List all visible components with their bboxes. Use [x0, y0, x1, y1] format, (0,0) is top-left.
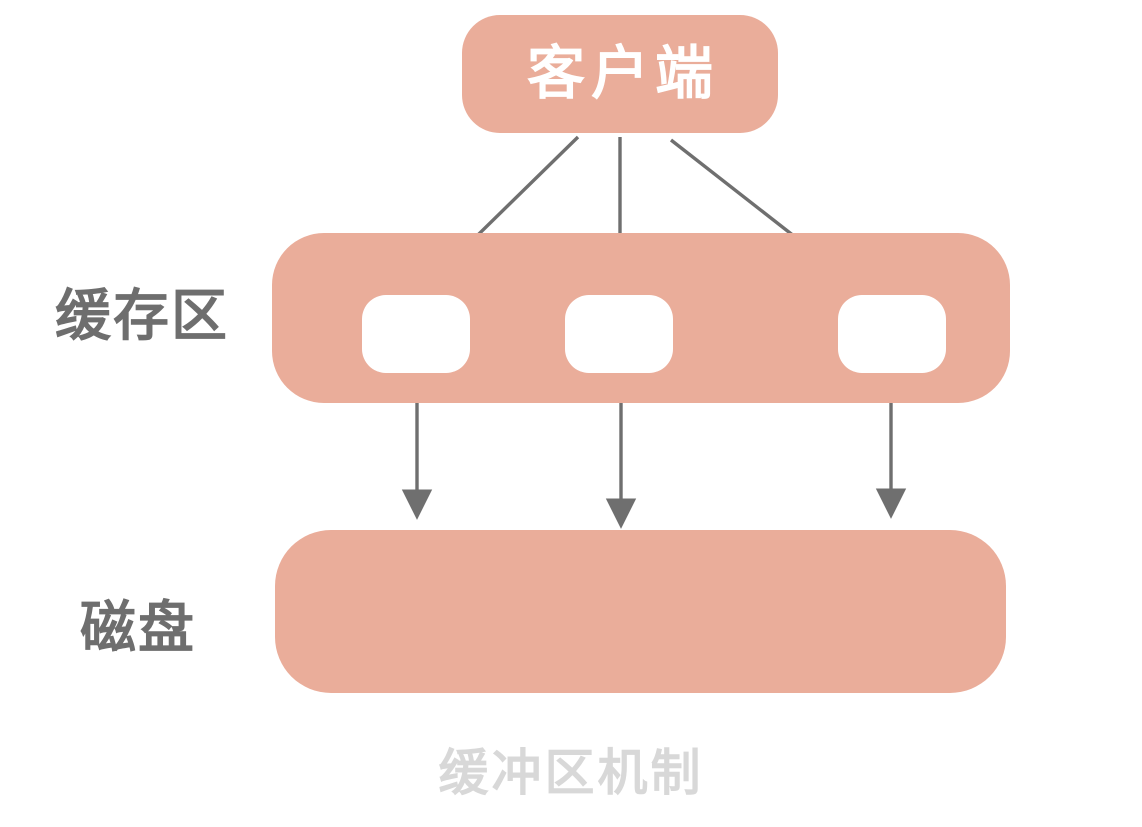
buffer-slot-2: [565, 295, 673, 373]
buffer-slot-1: [362, 295, 470, 373]
disk-label: 磁盘: [80, 596, 196, 659]
buffer-node: [272, 233, 1010, 403]
diagram-caption: 缓冲区机制: [438, 745, 704, 801]
client-node: 客户端: [462, 15, 778, 133]
disk-node: [275, 530, 1006, 693]
client-node-label: 客户端: [526, 41, 719, 106]
buffer-label: 缓存区: [55, 284, 229, 347]
buffer-slot-3: [838, 295, 946, 373]
